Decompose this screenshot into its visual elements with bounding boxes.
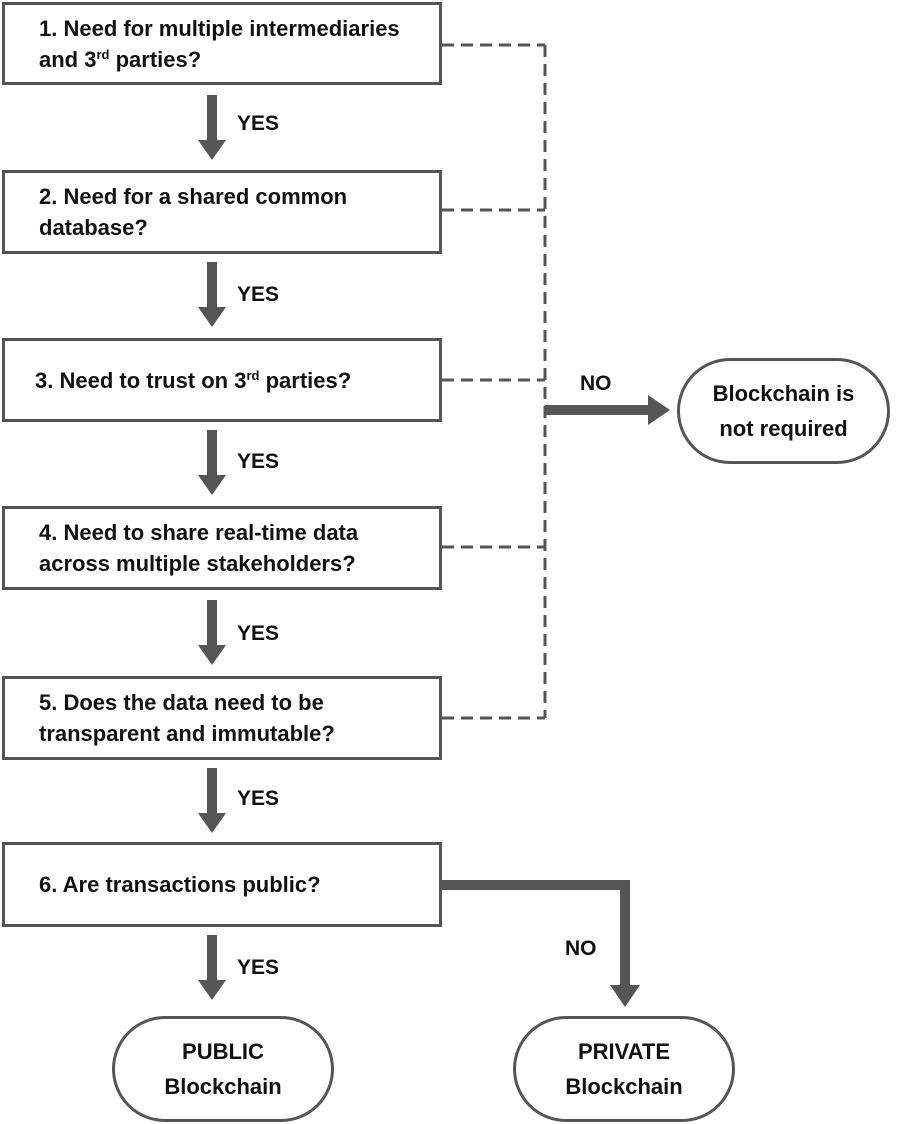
question-box-1: 1. Need for multiple intermediaries and … — [2, 2, 442, 85]
question-text-2: 2. Need for a shared common database? — [39, 184, 348, 240]
question-text-4: 4. Need to share real-time data across m… — [39, 520, 359, 576]
yes-arrow-2 — [198, 262, 226, 327]
yes-label-5: YES — [237, 787, 280, 810]
yes-arrow-5 — [198, 768, 226, 833]
question-box-5: 5. Does the data need to be transparent … — [2, 676, 442, 760]
question-text-1: 1. Need for multiple intermediaries and … — [39, 15, 400, 72]
no-branch-dashed-lines — [442, 43, 547, 720]
outcome-private-line1: PRIVATE — [577, 1039, 671, 1064]
yes-arrow-4 — [198, 600, 226, 665]
outcome-not-required-line2: not required — [719, 416, 848, 441]
question-text-6: 6. Are transactions public? — [39, 872, 321, 897]
outcome-not-required: Blockchain is not required — [677, 358, 890, 464]
no-label-private: NO — [565, 937, 597, 960]
yes-label-3: YES — [237, 450, 280, 473]
question-box-4: 4. Need to share real-time data across m… — [2, 506, 442, 590]
question-text-5: 5. Does the data need to be transparent … — [39, 690, 335, 746]
yes-label-6: YES — [237, 956, 280, 979]
no-label-not-required: NO — [580, 372, 612, 395]
yes-label-1: YES — [237, 112, 280, 135]
yes-arrow-1 — [198, 95, 226, 160]
outcome-public-line1: PUBLIC — [182, 1039, 264, 1064]
outcome-private-blockchain: PRIVATE Blockchain — [513, 1016, 735, 1122]
no-arrow-to-private — [442, 880, 640, 1007]
yes-label-2: YES — [237, 283, 280, 306]
outcome-public-blockchain: PUBLIC Blockchain — [112, 1016, 334, 1122]
no-arrow-to-not-required — [545, 395, 670, 425]
yes-label-4: YES — [237, 622, 280, 645]
yes-arrow-6 — [198, 935, 226, 1000]
outcome-not-required-line1: Blockchain is — [712, 381, 855, 406]
arrows — [198, 95, 670, 1007]
question-box-2: 2. Need for a shared common database? — [2, 170, 442, 254]
outcome-private-line2: Blockchain — [565, 1074, 683, 1099]
question-box-3: 3. Need to trust on 3rd parties? — [2, 338, 442, 422]
question-box-6: 6. Are transactions public? — [2, 842, 442, 927]
outcome-public-line2: Blockchain — [164, 1074, 282, 1099]
question-text-3: 3. Need to trust on 3rd parties? — [35, 367, 352, 393]
yes-arrow-3 — [198, 430, 226, 495]
